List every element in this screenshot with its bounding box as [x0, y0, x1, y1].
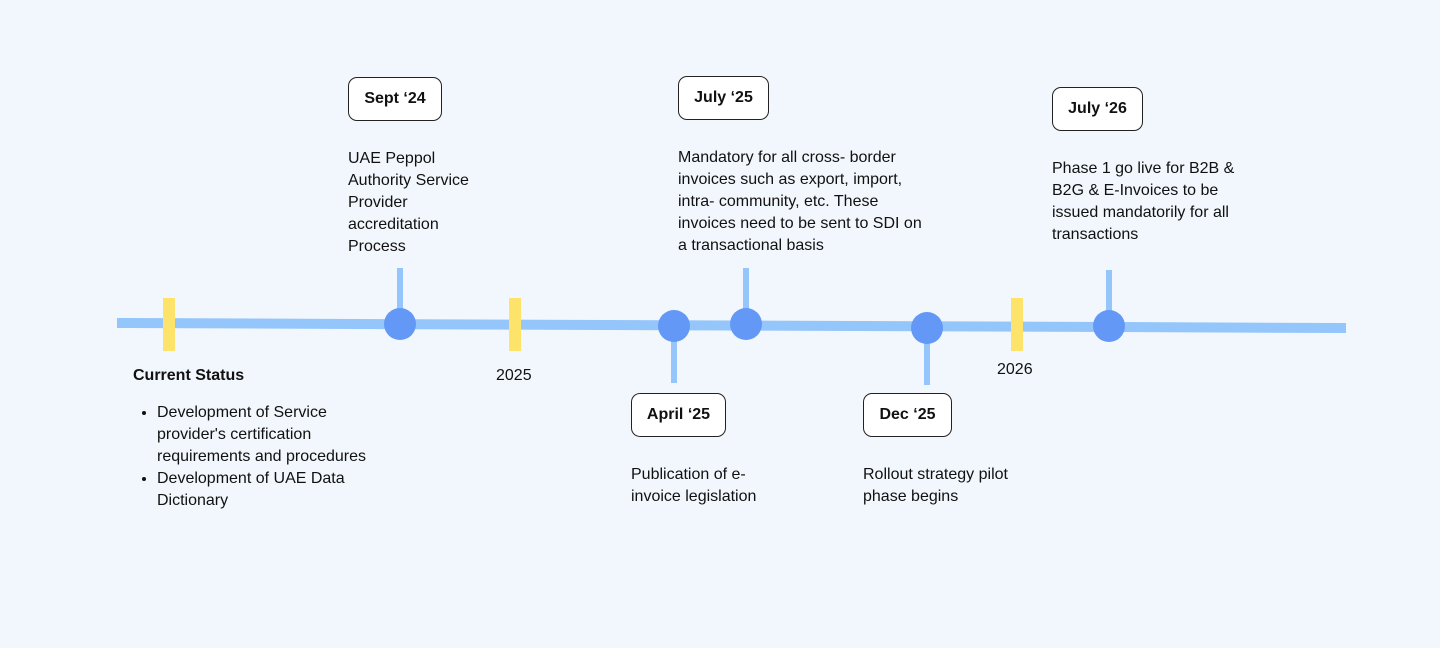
current-status-item: Development of UAE Data Dictionary — [157, 468, 372, 512]
event-node-july-26 — [1093, 310, 1125, 342]
year-marker-2026 — [1011, 298, 1023, 351]
event-date-badge-dec-25: Dec ‘25 — [863, 393, 952, 437]
event-description-july-26: Phase 1 go live for B2B & B2G & E-Invoic… — [1052, 160, 1235, 243]
event-description-july-25: Mandatory for all cross- border invoices… — [678, 149, 922, 254]
event-description-april-25: Publication of e-invoice legislation — [631, 466, 757, 505]
current-status-title: Current Status — [133, 367, 245, 384]
year-label-2025: 2025 — [496, 367, 532, 384]
year-marker-current — [163, 298, 175, 351]
year-marker-2025 — [509, 298, 521, 351]
event-node-sept-24 — [384, 308, 416, 340]
event-description-dec-25: Rollout strategy pilot phase begins — [863, 466, 1008, 505]
year-label-2026: 2026 — [997, 361, 1033, 378]
current-status-list: Development of Service provider's certif… — [133, 402, 372, 512]
current-status-item: Development of Service provider's certif… — [157, 402, 372, 468]
event-date-badge-april-25: April ‘25 — [631, 393, 726, 437]
event-date-badge-sept-24: Sept ‘24 — [348, 77, 442, 121]
event-node-april-25 — [658, 310, 690, 342]
event-node-dec-25 — [911, 312, 943, 344]
event-description-sept-24: UAE Peppol Authority Service Provider ac… — [348, 150, 469, 255]
event-date-badge-july-25: July ‘25 — [678, 76, 769, 120]
event-node-july-25 — [730, 308, 762, 340]
event-date-badge-july-26: July ‘26 — [1052, 87, 1143, 131]
